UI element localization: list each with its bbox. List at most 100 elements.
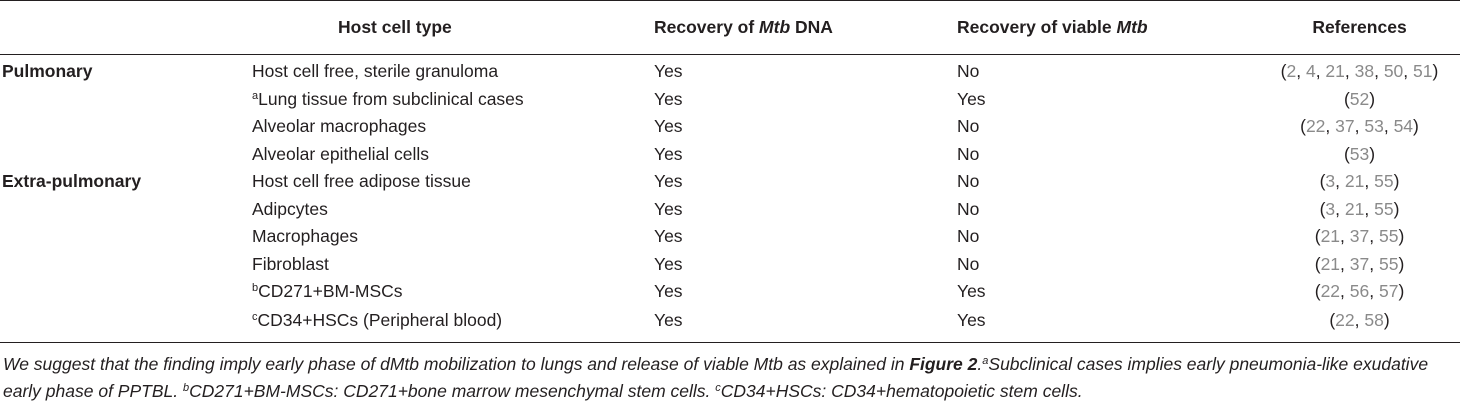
recovery-viable-header: Recovery of viable Mtb [957, 0, 1259, 55]
reference-link[interactable]: 56 [1349, 281, 1370, 302]
group-label [0, 196, 252, 224]
reference-link[interactable]: 21 [1325, 61, 1345, 82]
reference-link[interactable]: 53 [1364, 116, 1384, 137]
reference-link[interactable]: 54 [1393, 116, 1414, 137]
references-cell: (21, 37, 55) [1314, 226, 1405, 247]
recovery-viable-cell: Yes [957, 305, 1259, 343]
host-cell-type-cell: Host cell free adipose tissue [252, 171, 471, 192]
table-header-row: Host cell type Recovery of Mtb DNA Recov… [0, 0, 1460, 55]
group-label [0, 223, 252, 251]
reference-link[interactable]: 22 [1335, 310, 1355, 330]
recovery-dna-cell: Yes [654, 61, 683, 82]
recovery-viable-cell: Yes [957, 281, 986, 302]
group-column-header [0, 0, 252, 55]
recovery-viable-cell: No [957, 171, 980, 192]
recovery-dna-cell: Yes [654, 171, 683, 192]
reference-link[interactable]: 55 [1374, 171, 1394, 192]
table-body: Pulmonary Host cell free, sterile granulo… [0, 55, 1460, 343]
table-row: Adipcytes Yes No (3, 21, 55) [0, 196, 1460, 224]
reference-link[interactable]: 52 [1349, 88, 1370, 109]
references-header: References [1259, 0, 1460, 55]
group-label [0, 86, 252, 114]
group-label [0, 305, 252, 343]
references-cell: (3, 21, 55) [1319, 171, 1400, 192]
host-cell-type-cell: Alveolar macrophages [252, 116, 427, 137]
host-cell-type-cell: cCD34+HSCs (Peripheral blood) [252, 305, 654, 343]
reference-link[interactable]: 57 [1378, 281, 1399, 302]
reference-link[interactable]: 4 [1305, 61, 1316, 82]
references-cell: (22, 58) [1259, 305, 1460, 343]
recovery-dna-header: Recovery of Mtb DNA [654, 0, 957, 55]
host-cell-type-cell: aLung tissue from subclinical cases [252, 88, 524, 109]
host-cell-type-cell: Fibroblast [252, 253, 329, 274]
recovery-dna-cell: Yes [654, 116, 683, 137]
table-footnote: We suggest that the finding imply early … [3, 353, 1429, 401]
reference-link[interactable]: 22 [1305, 116, 1326, 137]
references-cell: (21, 37, 55) [1314, 253, 1405, 274]
reference-link[interactable]: 37 [1349, 253, 1370, 274]
reference-link[interactable]: 3 [1325, 198, 1336, 219]
references-cell: (22, 37, 53, 54) [1300, 116, 1419, 137]
reference-link[interactable]: 21 [1320, 253, 1341, 274]
host-cell-type-cell: Host cell free, sterile granuloma [252, 61, 499, 82]
table-row: Alveolar epithelial cells Yes No (53) [0, 141, 1460, 169]
references-cell: (53) [1343, 143, 1376, 164]
footnote-marker: b [252, 282, 259, 295]
reference-link[interactable]: 3 [1325, 171, 1336, 192]
reference-link[interactable]: 50 [1383, 61, 1404, 82]
reference-link[interactable]: 55 [1378, 253, 1399, 274]
reference-link[interactable]: 37 [1349, 226, 1370, 247]
reference-link[interactable]: 37 [1335, 116, 1355, 137]
recovery-dna-cell: Yes [654, 226, 683, 247]
reference-link[interactable]: 21 [1344, 171, 1365, 192]
host-cell-type-cell: bCD271+BM-MSCs [252, 281, 403, 302]
references-cell: (3, 21, 55) [1319, 198, 1400, 219]
group-label: Pulmonary [2, 61, 93, 82]
recovery-dna-cell: Yes [654, 253, 683, 274]
reference-link[interactable]: 2 [1286, 61, 1297, 82]
group-label [0, 251, 252, 279]
recovery-viable-cell: Yes [957, 88, 986, 109]
host-cell-type-header: Host cell type [252, 0, 654, 55]
reference-link[interactable]: 55 [1378, 226, 1399, 247]
footnote-marker: a [252, 89, 259, 102]
recovery-viable-cell: No [957, 198, 980, 219]
recovery-viable-cell: No [957, 253, 980, 274]
table-row: Extra-pulmonary Host cell free adipose ti… [0, 168, 1460, 196]
footnote-marker: c [252, 311, 258, 323]
reference-link[interactable]: 55 [1374, 198, 1394, 219]
data-table: Host cell type Recovery of Mtb DNA Recov… [0, 0, 1460, 343]
recovery-dna-cell: Yes [654, 143, 683, 164]
recovery-dna-cell: Yes [654, 88, 683, 109]
reference-link[interactable]: 53 [1349, 143, 1370, 164]
table-row: aLung tissue from subclinical cases Yes Ye… [0, 86, 1460, 114]
reference-link[interactable]: 51 [1413, 61, 1433, 82]
recovery-viable-cell: No [957, 61, 980, 82]
references-cell: (2, 4, 21, 38, 50, 51) [1280, 61, 1439, 82]
reference-link[interactable]: 38 [1354, 61, 1375, 82]
recovery-viable-cell: No [957, 226, 980, 247]
group-label [0, 141, 252, 169]
host-cell-type-cell: Adipcytes [252, 198, 328, 219]
reference-link[interactable]: 58 [1364, 310, 1384, 330]
group-label [0, 278, 252, 306]
recovery-dna-cell: Yes [654, 198, 683, 219]
host-cell-type-cell: Macrophages [252, 226, 359, 247]
reference-link[interactable]: 22 [1320, 281, 1341, 302]
reference-link[interactable]: 21 [1344, 198, 1365, 219]
reference-link[interactable]: 21 [1320, 226, 1341, 247]
host-cell-type-cell: Alveolar epithelial cells [252, 143, 430, 164]
group-label [0, 113, 252, 141]
figure-reference-link[interactable]: Figure 2 [909, 353, 978, 374]
table-row: Macrophages Yes No (21, 37, 55) [0, 223, 1460, 251]
recovery-viable-cell: No [957, 143, 980, 164]
recovery-dna-cell: Yes [654, 305, 957, 343]
table-row: Fibroblast Yes No (21, 37, 55) [0, 251, 1460, 279]
recovery-dna-cell: Yes [654, 281, 683, 302]
table-row: Pulmonary Host cell free, sterile granulo… [0, 55, 1460, 86]
group-label: Extra-pulmonary [2, 171, 142, 192]
